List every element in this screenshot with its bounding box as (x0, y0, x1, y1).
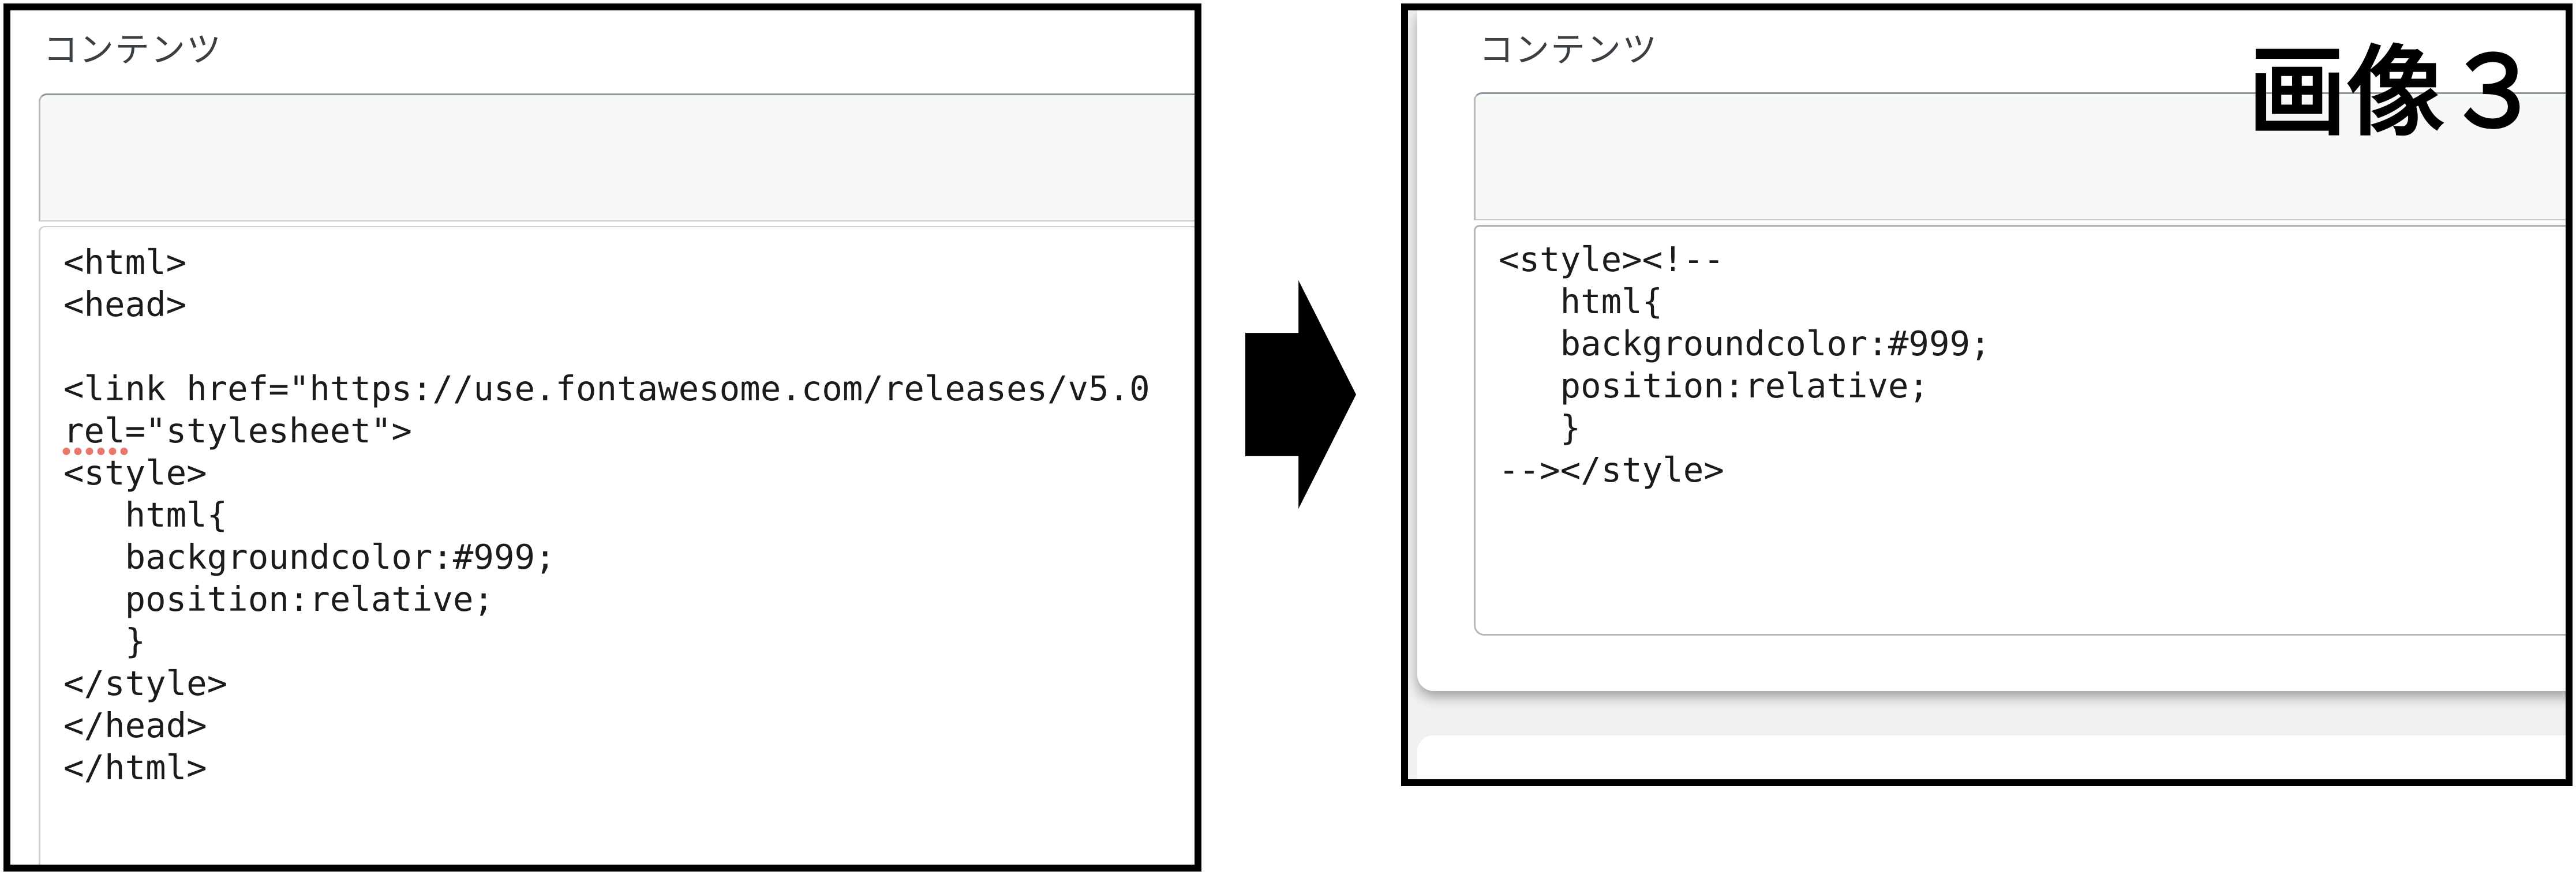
image-number-caption: 画像３ (2248, 36, 2543, 150)
content-field-label: コンテンツ (43, 30, 222, 70)
content-code-textarea[interactable]: <html> <head> <link href="https://use.fo… (39, 226, 1195, 865)
content-field-label: コンテンツ (1479, 30, 1658, 70)
right-arrow-icon (1245, 280, 1356, 509)
empty-input-box[interactable] (1474, 92, 2566, 220)
content-code-textarea[interactable]: <style><!-- html{ backgroundcolor:#999; … (1474, 225, 2566, 636)
empty-input-box[interactable] (39, 93, 1195, 221)
code-text: <style><!-- html{ backgroundcolor:#999; … (1499, 239, 1991, 490)
code-text: <html> <head> <link href="https://use.fo… (63, 242, 1150, 787)
next-section-card (1417, 735, 2566, 779)
right-screenshot-frame: コンテンツ <style><!-- html{ backgroundcolor:… (1401, 3, 2573, 786)
spellcheck-underline (61, 447, 129, 456)
left-screenshot-frame: コンテンツ <html> <head> <link href="https://… (3, 3, 1201, 872)
content-card: コンテンツ <style><!-- html{ backgroundcolor:… (1417, 10, 2566, 691)
